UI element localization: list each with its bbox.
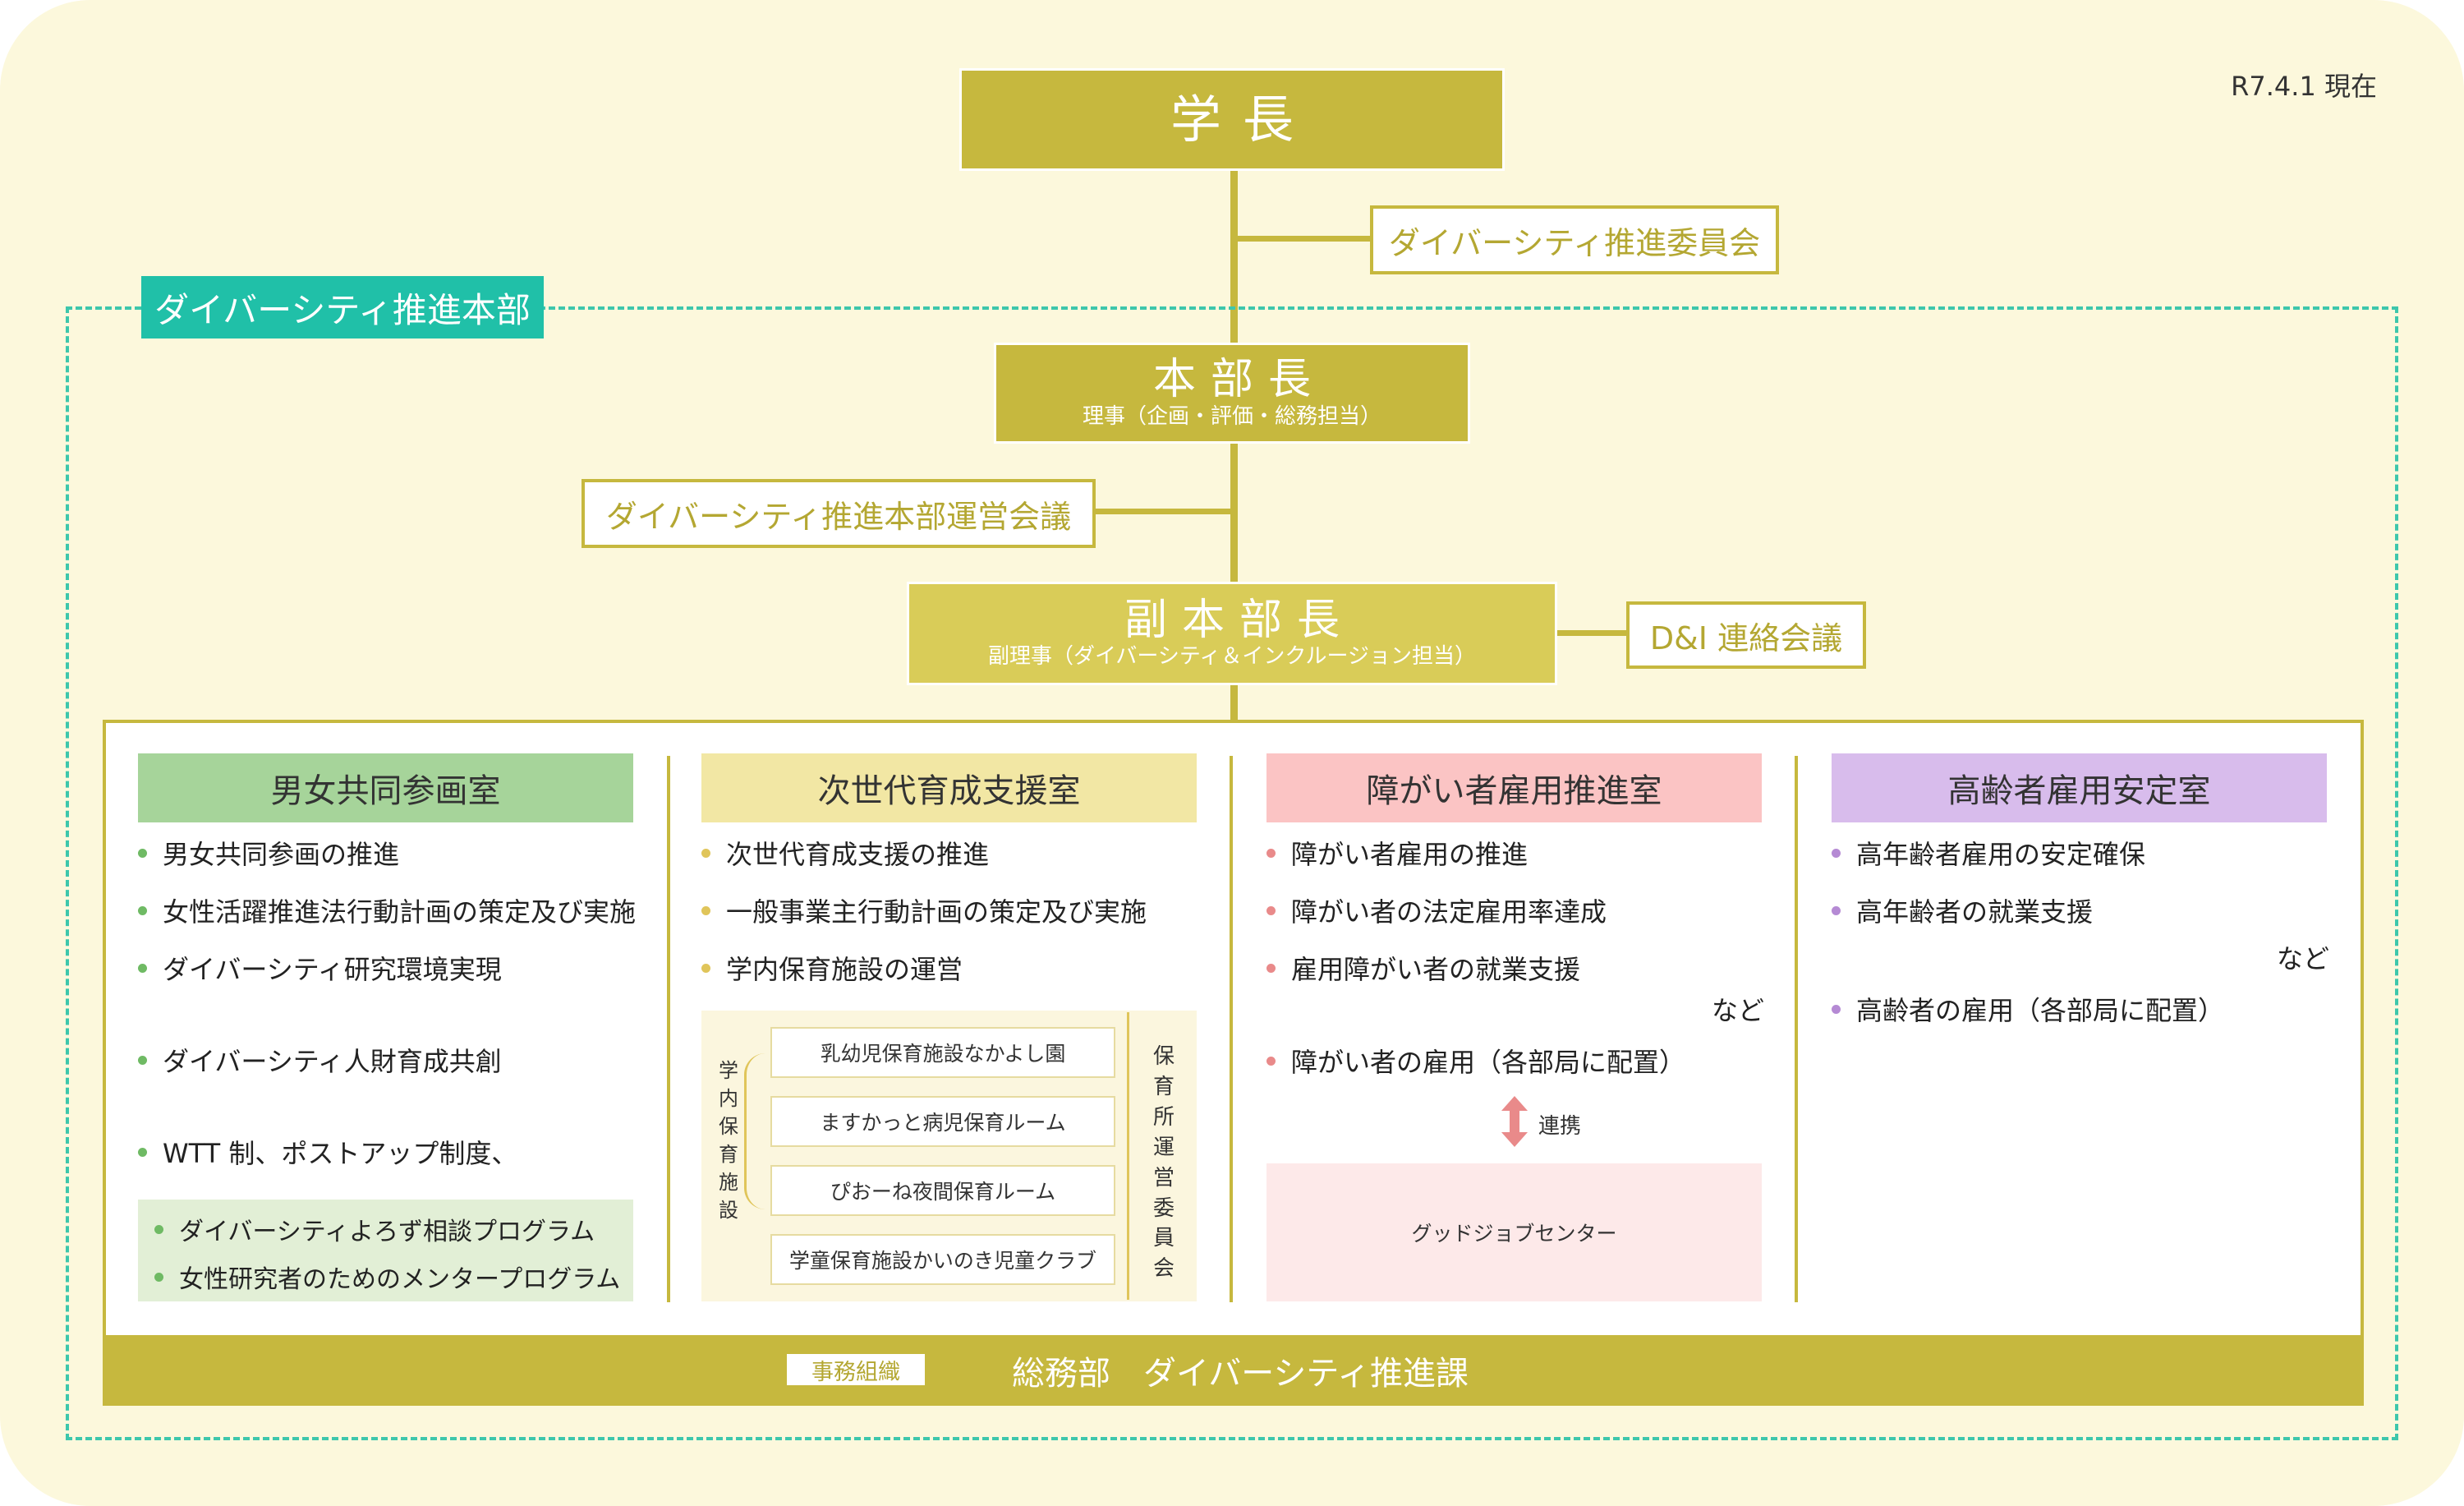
bullet-dot — [138, 964, 147, 973]
list-item: 女性活躍推進法行動計画の策定及び実施 — [138, 891, 636, 929]
nursery-committee-label: 保育所運営委員会 — [1152, 1044, 1175, 1282]
list-item: ダイバーシティ人財育成共創 — [138, 1041, 636, 1079]
list-item: 一般事業主行動計画の策定及び実施 — [701, 891, 1147, 929]
bullet-dot — [138, 849, 147, 858]
hq-head-subtitle: 理事（企画・評価・総務担当） — [1082, 403, 1381, 429]
nursery-left-label: 学内保育施設 — [719, 1059, 738, 1223]
office-next-gen-list: 次世代育成支援の推進 一般事業主行動計画の策定及び実施 学内保育施設の運営 — [701, 834, 1147, 987]
facility-item: ぴおーね夜間保育ルーム — [770, 1165, 1115, 1216]
list-item: WTT 制、ポストアップ制度、 — [138, 1133, 636, 1171]
list-item: ダイバーシティ研究環境実現 — [138, 949, 636, 987]
bullet-dot — [138, 1056, 147, 1065]
list-item: 障がい者雇用の推進 — [1266, 834, 1607, 872]
bullet-dot — [1832, 906, 1841, 915]
list-item: 高年齢者の就業支援 — [1832, 891, 2145, 929]
double-arrow-icon — [1501, 1096, 1528, 1147]
committee-divider — [1127, 1012, 1129, 1300]
bullet-dot — [1266, 964, 1276, 973]
vice-head-subtitle: 副理事（ダイバーシティ＆インクルージョン担当） — [987, 644, 1477, 669]
diversity-committee-label: ダイバーシティ推進委員会 — [1388, 224, 1761, 261]
office-elderly-header: 高齢者雇用安定室 — [1832, 753, 2327, 822]
connector-line — [1230, 439, 1238, 585]
office-elderly-list-2: 高齢者の雇用（各部局に配置） — [1832, 990, 2224, 1028]
etc-label: など — [2277, 943, 2330, 974]
list-item: 障がい者の雇用（各部局に配置） — [1266, 1042, 1685, 1080]
office-elderly-list: 高年齢者雇用の安定確保 高年齢者の就業支援 — [1832, 834, 2145, 929]
list-item: 雇用障がい者の就業支援 — [1266, 949, 1607, 987]
office-gender-equality-header: 男女共同参画室 — [138, 753, 633, 822]
bullet-dot — [138, 1148, 147, 1157]
president-title: 学長 — [1170, 89, 1315, 150]
office-disability-list-2: 障がい者の雇用（各部局に配置） — [1266, 1042, 1685, 1080]
bracket — [744, 1053, 765, 1209]
hq-steering-box: ダイバーシティ推進本部運営会議 — [582, 479, 1096, 548]
bullet-dot — [1266, 849, 1276, 858]
program-box: ダイバーシティよろず相談プログラム 女性研究者のためのメンタープログラム — [138, 1200, 633, 1301]
column-divider — [667, 756, 670, 1302]
facility-item: 学童保育施設かいのき児童クラブ — [770, 1234, 1115, 1285]
list-item: 高齢者の雇用（各部局に配置） — [1832, 990, 2224, 1028]
column-divider — [1230, 756, 1233, 1302]
bullet-dot — [1832, 849, 1841, 858]
bullet-dot — [701, 849, 710, 858]
program-item: 女性研究者のためのメンタープログラム — [154, 1259, 620, 1295]
connector-line — [1556, 630, 1630, 636]
secretariat-bar — [103, 1335, 2364, 1406]
bullet-dot — [138, 906, 147, 915]
connector-line — [1092, 509, 1234, 514]
office-next-gen-header: 次世代育成支援室 — [701, 753, 1197, 822]
list-item: 障がい者の法定雇用率達成 — [1266, 891, 1607, 929]
hq-label: ダイバーシティ推進本部 — [141, 276, 544, 339]
bullet-dot — [701, 964, 710, 973]
di-meeting-box: D&I 連絡会議 — [1626, 601, 1866, 669]
facility-item: ますかっと病児保育ルーム — [770, 1096, 1115, 1147]
hq-head-box: 本部長 理事（企画・評価・総務担当） — [994, 343, 1470, 444]
office-disability-list: 障がい者雇用の推進 障がい者の法定雇用率達成 雇用障がい者の就業支援 — [1266, 834, 1607, 987]
connector-line — [1230, 236, 1372, 242]
bullet-dot — [1266, 906, 1276, 915]
list-item: 高年齢者雇用の安定確保 — [1832, 834, 2145, 872]
diversity-committee-box: ダイバーシティ推進委員会 — [1370, 205, 1779, 274]
secretariat-tag: 事務組織 — [787, 1354, 925, 1385]
hq-steering-label: ダイバーシティ推進本部運営会議 — [605, 498, 1072, 535]
column-divider — [1795, 756, 1798, 1302]
connector-line — [1230, 168, 1238, 345]
link-label: 連携 — [1538, 1114, 1582, 1139]
bullet-dot — [701, 906, 710, 915]
goodjob-center-box: グッドジョブセンター — [1266, 1163, 1762, 1301]
vice-head-title: 副本部長 — [1124, 595, 1354, 645]
list-item: 男女共同参画の推進 — [138, 834, 636, 872]
hq-head-title: 本部長 — [1152, 355, 1326, 405]
bullet-dot — [154, 1225, 163, 1234]
list-item: 学内保育施設の運営 — [701, 949, 1147, 987]
secretariat-name: 総務部 ダイバーシティ推進課 — [1012, 1355, 1469, 1393]
date-label: R7.4.1 現在 — [2231, 71, 2377, 102]
program-item: ダイバーシティよろず相談プログラム — [154, 1211, 595, 1247]
office-disability-header: 障がい者雇用推進室 — [1266, 753, 1762, 822]
bullet-dot — [1832, 1005, 1841, 1014]
bullet-dot — [1266, 1057, 1276, 1066]
bullet-dot — [154, 1273, 163, 1282]
vice-head-box: 副本部長 副理事（ダイバーシティ＆インクルージョン担当） — [907, 582, 1557, 685]
facility-item: 乳幼児保育施設なかよし園 — [770, 1027, 1115, 1078]
di-meeting-label: D&I 連絡会議 — [1649, 619, 1843, 656]
connector-line — [1230, 682, 1238, 723]
hq-region — [66, 306, 2398, 1440]
list-item: 次世代育成支援の推進 — [701, 834, 1147, 872]
office-gender-equality-list: 男女共同参画の推進 女性活躍推進法行動計画の策定及び実施 ダイバーシティ研究環境… — [138, 834, 636, 1171]
etc-label: など — [1712, 995, 1765, 1026]
president-box: 学長 — [959, 68, 1505, 171]
